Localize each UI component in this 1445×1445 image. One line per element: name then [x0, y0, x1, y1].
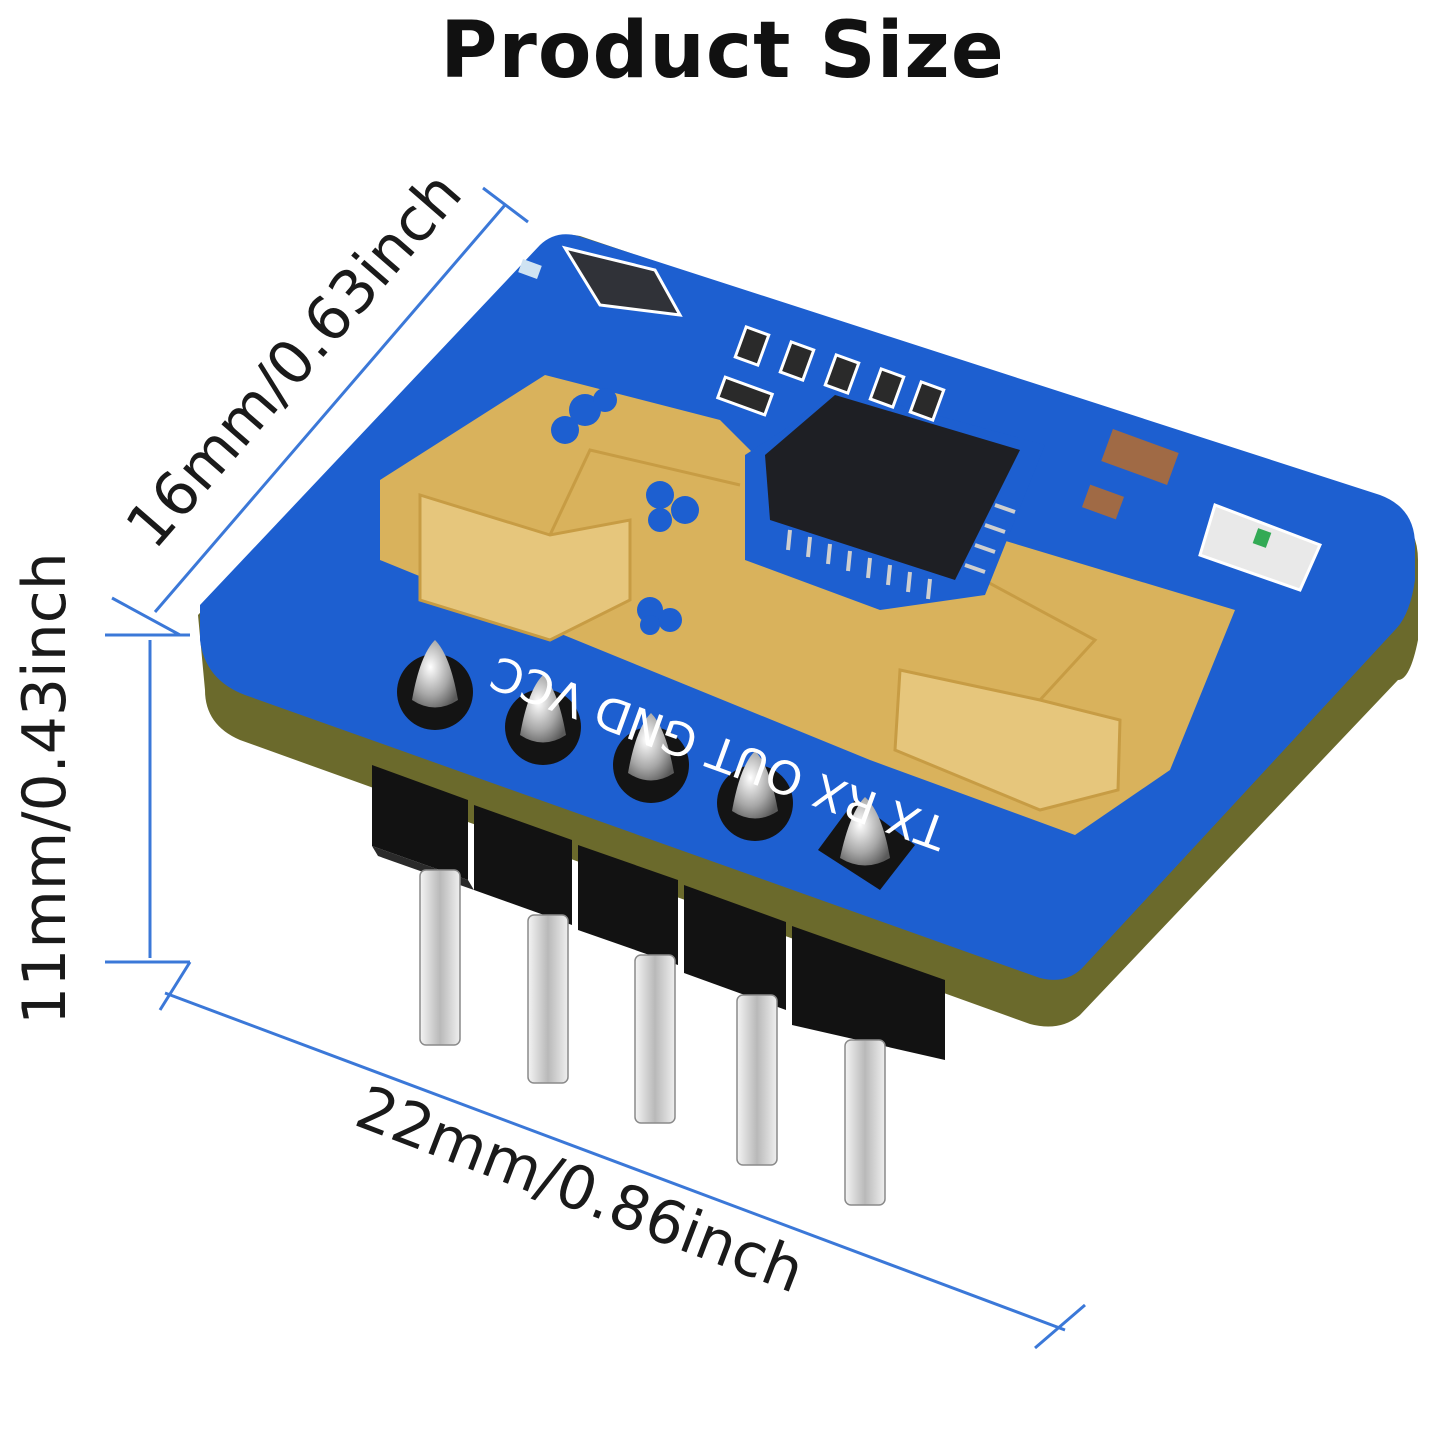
pin-tips — [397, 640, 915, 890]
pin-header — [372, 765, 945, 1060]
height-dimension-label: 11mm/0.43inch — [10, 552, 80, 1025]
dimension-lines — [105, 186, 1086, 1350]
blue-via-blobs — [551, 388, 699, 635]
antenna-patches — [418, 448, 1122, 812]
pin-legs — [419, 869, 886, 1206]
width-dimension-line — [164, 991, 1066, 1332]
smd-components — [518, 245, 1323, 592]
depth-dimension-line — [153, 204, 507, 613]
radar-chip — [745, 390, 1045, 610]
page-title: Product Size — [440, 6, 1005, 96]
